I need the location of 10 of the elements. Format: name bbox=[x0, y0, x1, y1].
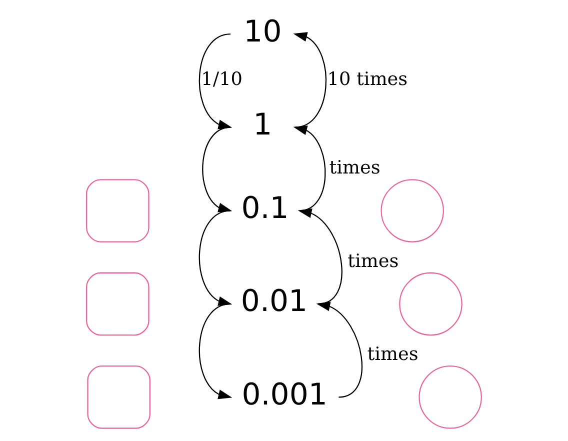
edge-label: 1/10 bbox=[201, 69, 243, 90]
node-label: times bbox=[348, 250, 399, 272]
node-label: times bbox=[367, 344, 418, 366]
edge-label: 10 times bbox=[327, 69, 408, 90]
node-text: 0.001 bbox=[242, 377, 328, 412]
node-text: 10 bbox=[244, 14, 282, 50]
node-text: 1 bbox=[253, 108, 272, 143]
node-text: 0.01 bbox=[240, 284, 308, 320]
node-label: times bbox=[329, 158, 380, 179]
node-text: 0.1 bbox=[241, 190, 289, 226]
